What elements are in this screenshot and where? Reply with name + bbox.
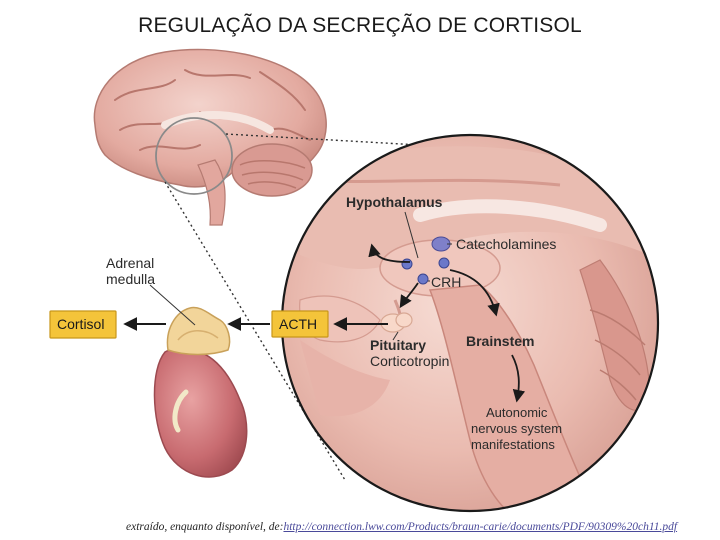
arrow-hypothalamus-forward — [368, 243, 411, 263]
arrow-to-brainstem — [449, 269, 500, 317]
label-corticotropin: Corticotropin — [370, 353, 449, 369]
crh-marker — [417, 273, 429, 285]
label-adrenal: Adrenal — [106, 255, 154, 271]
arrow-crh-to-pituitary — [399, 282, 419, 309]
page-title: REGULAÇÃO DA SECREÇÃO DE CORTISOL — [138, 14, 582, 37]
hypothalamus-leader-line — [404, 211, 419, 259]
hypothalamus-nucleus-left — [401, 258, 413, 270]
kidney-adrenal: Adrenal medulla — [106, 255, 248, 478]
acth-label: ACTH — [279, 316, 317, 332]
label-autonomic-line2: nervous system — [471, 421, 562, 436]
label-autonomic-line3: manifestations — [471, 437, 555, 452]
zoomed-brain-view: Hypothalamus Catecholamines CRH Pituitar… — [280, 133, 660, 513]
source-link[interactable]: http://connection.lww.com/Products/braun… — [283, 521, 678, 533]
source-prefix: extraído, enquanto disponível, de: — [126, 521, 284, 533]
label-pituitary: Pituitary — [370, 337, 426, 353]
cortisol-label: Cortisol — [57, 316, 104, 332]
brain-overview — [93, 48, 327, 226]
source-citation: extraído, enquanto disponível, de:http:/… — [126, 521, 677, 533]
arrow-brainstem-to-autonomic — [511, 354, 526, 403]
hypothalamus-nucleus-right — [438, 257, 450, 269]
label-hypothalamus: Hypothalamus — [346, 194, 443, 210]
label-catecholamines: Catecholamines — [456, 236, 556, 252]
cortisol-box — [49, 310, 117, 339]
acth-box — [271, 310, 329, 338]
adrenal-leader-line — [149, 284, 196, 326]
label-medulla: medulla — [106, 271, 155, 287]
label-brainstem: Brainstem — [466, 333, 534, 349]
label-autonomic-line1: Autonomic — [486, 405, 548, 420]
pituitary-leader-line — [392, 331, 399, 341]
label-crh: CRH — [431, 274, 461, 290]
